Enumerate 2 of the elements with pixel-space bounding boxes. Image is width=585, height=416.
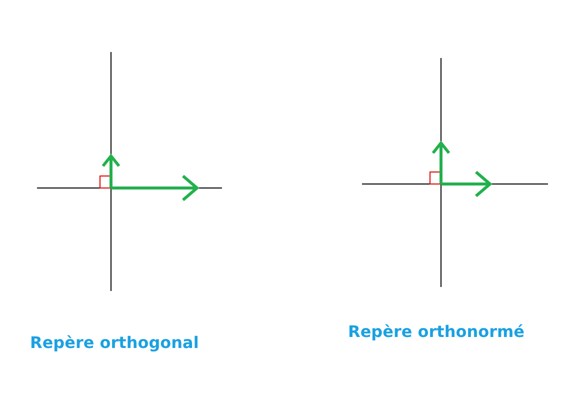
frame-caption: Repère orthonormé (348, 322, 524, 341)
frame-caption: Repère orthogonal (30, 333, 199, 352)
